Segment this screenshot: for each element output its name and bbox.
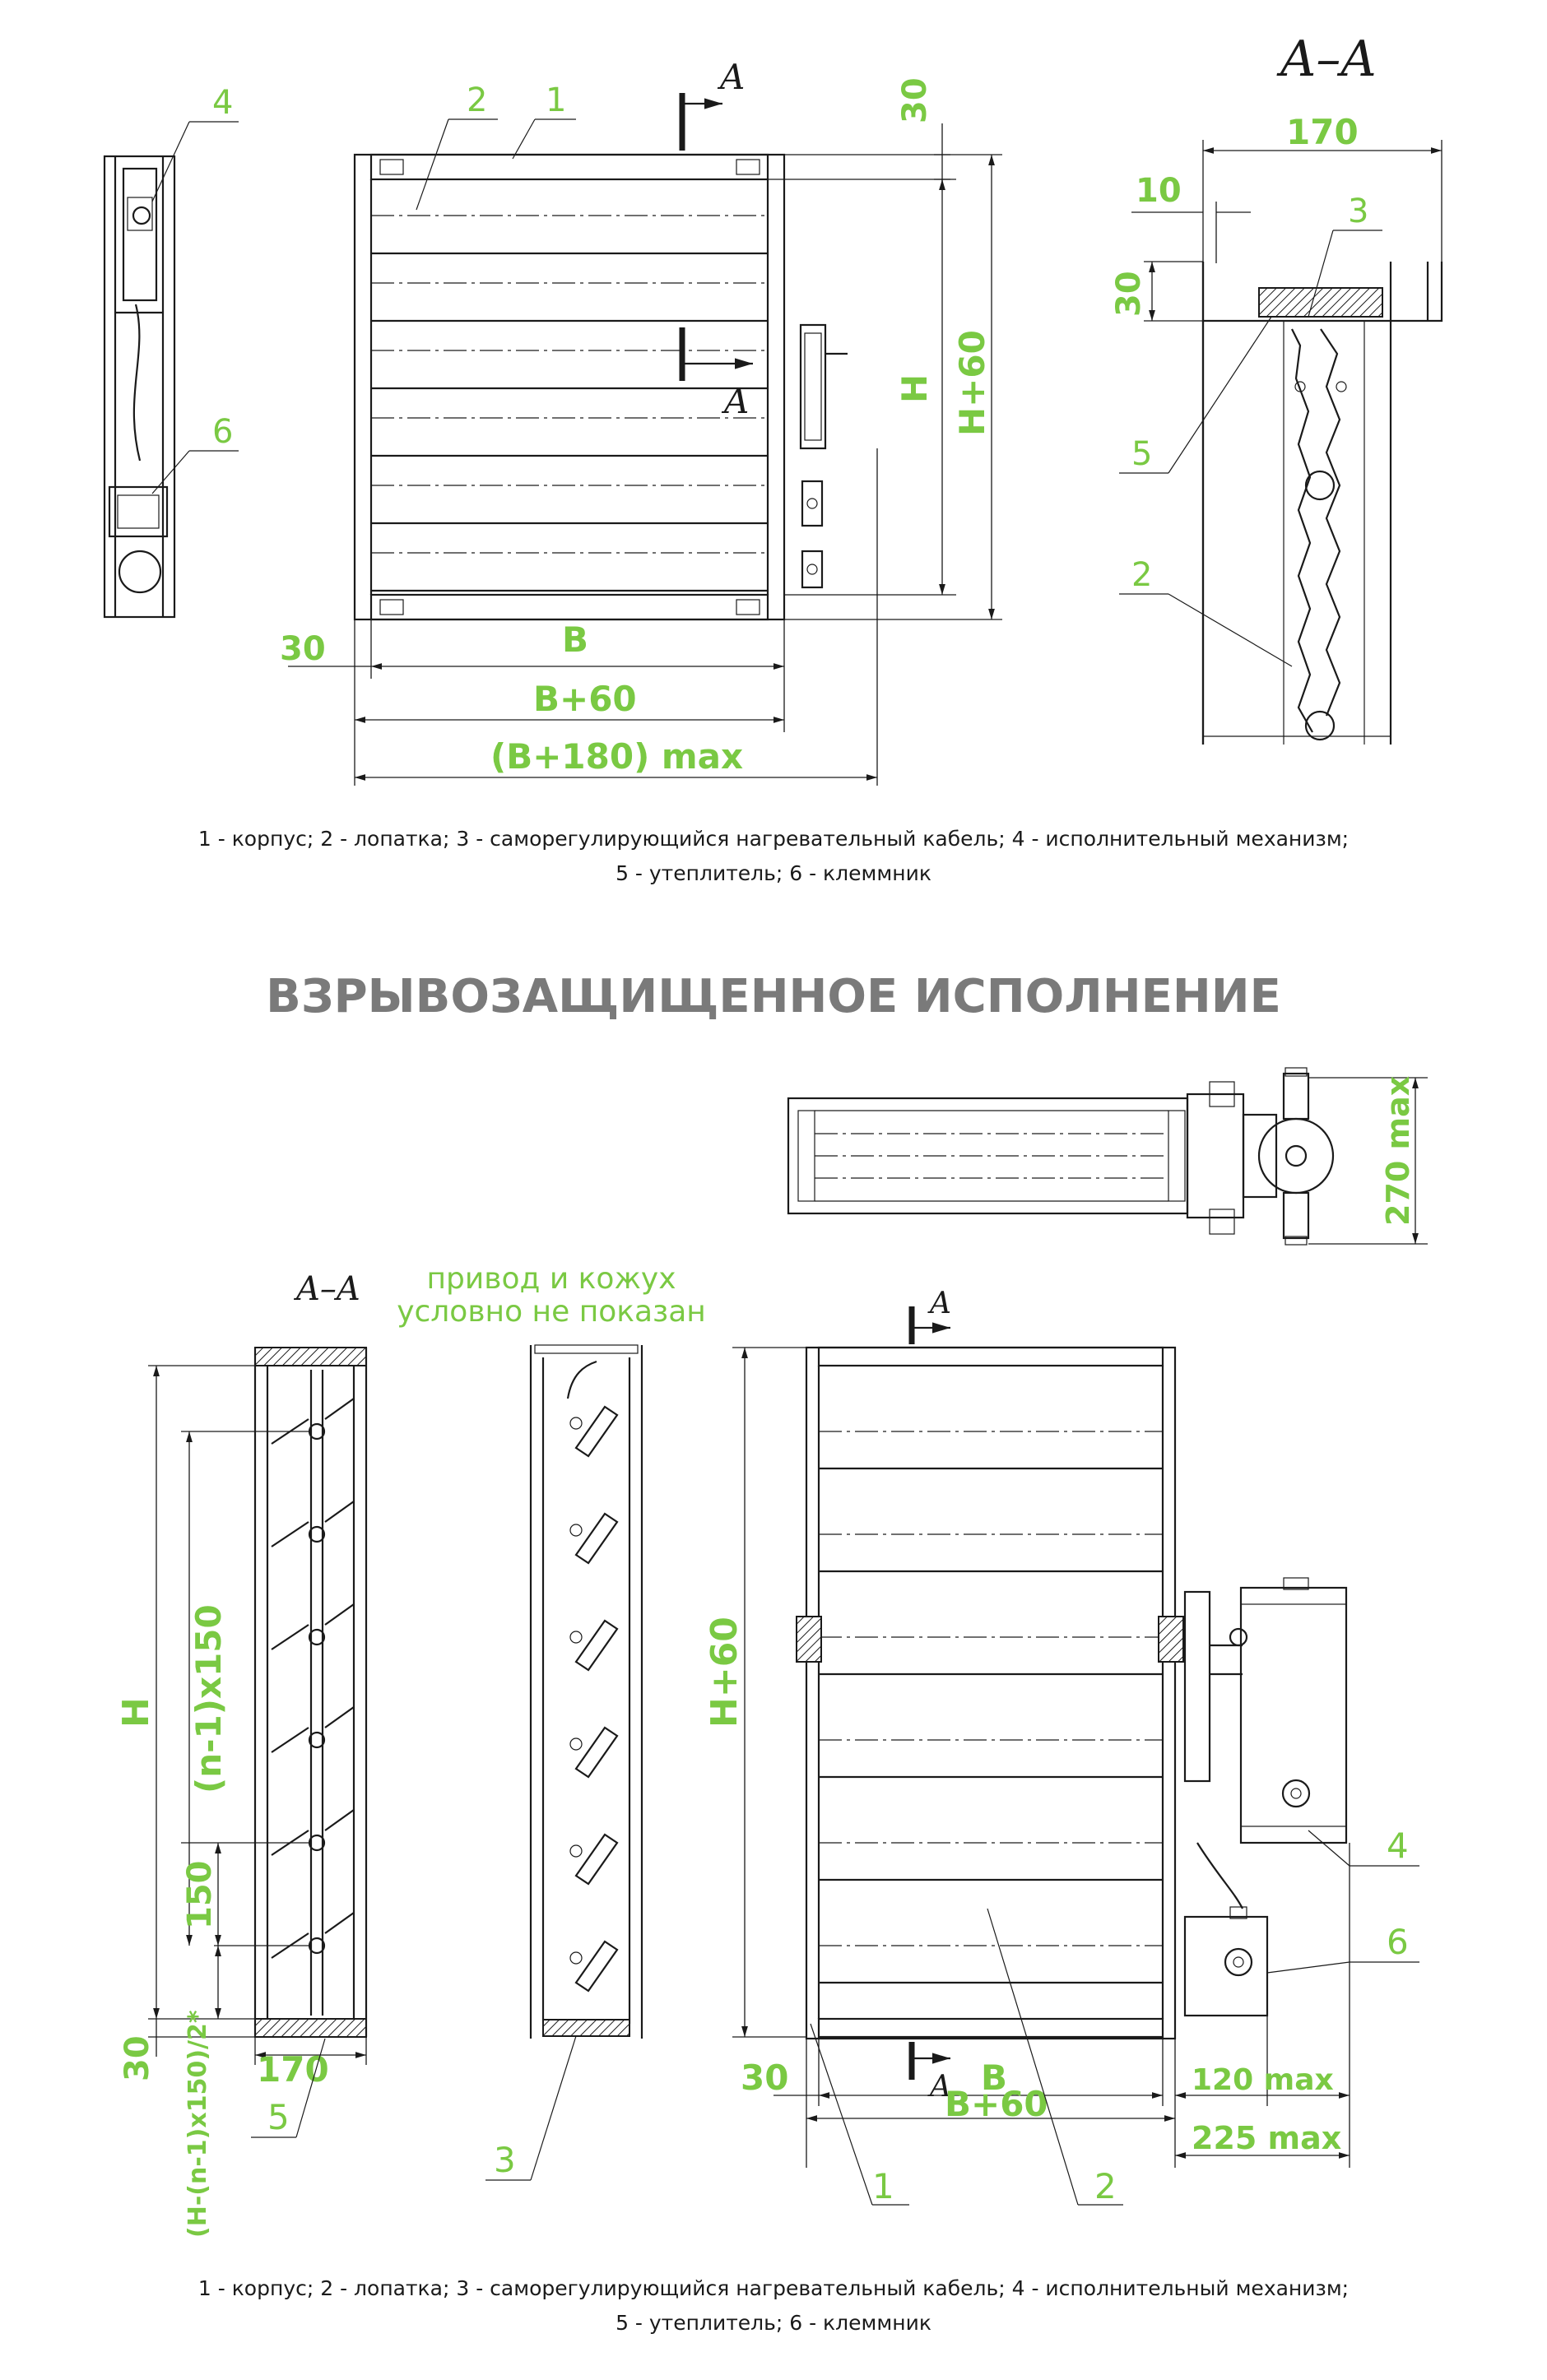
dim-30-bottom-front: 30: [741, 2058, 788, 2098]
bottom-section-view: [253, 1347, 368, 2038]
dim-h-bottom: H: [115, 1697, 157, 1728]
dim-225max: 225 max: [1192, 2120, 1341, 2156]
callout-2: 2: [467, 81, 487, 119]
dim-30-section: 30: [1110, 271, 1148, 317]
dim-170-bottom: 170: [257, 2049, 329, 2090]
callout-6b-leader: [1266, 1961, 1350, 1974]
dim-b-bottom: B: [981, 2058, 1007, 2098]
top-section-view: [1201, 262, 1443, 745]
callout-3: 3: [1348, 193, 1368, 230]
section-marker-bottom-top: A: [908, 1287, 951, 1344]
bottom-front-view: [796, 1346, 1348, 2040]
bottom-plan-view: [787, 1067, 1335, 1246]
dim-b60: B+60: [533, 679, 637, 719]
bottom-front-dims: [732, 1347, 1350, 2168]
section-label-bottom: A–A: [293, 1270, 360, 1308]
callout-1: 1: [546, 81, 566, 119]
callout-5-bottom: 5: [267, 2097, 290, 2137]
callout-1-bottom: 1: [872, 2166, 894, 2206]
dim-120max: 120 max: [1192, 2063, 1334, 2097]
callout-5: 5: [1131, 435, 1152, 473]
note-line2: условно не показан: [397, 1295, 706, 1329]
callout-3-leader: [1308, 230, 1334, 318]
dim-hn: (H-(n-1)x150)/2*: [184, 2010, 212, 2238]
callout-1-leader: [512, 118, 536, 160]
callout-2-section: 2: [1131, 556, 1152, 594]
dim-10: 10: [1136, 172, 1182, 210]
dim-30-bottom: 30: [118, 2035, 156, 2081]
dim-b: B: [562, 619, 588, 660]
callout-2-bottom: 2: [1094, 2166, 1117, 2206]
dim-h60-bottom: H+60: [704, 1617, 746, 1728]
dim-h: H: [894, 374, 935, 403]
callout-2b-leader: [987, 1908, 1079, 2206]
dim-h60: H+60: [952, 330, 992, 436]
caption-bottom-line2: 5 - утеплитель; 6 - клеммник: [616, 2311, 931, 2335]
top-front-view: [353, 153, 848, 621]
dim-150: 150: [181, 1861, 219, 1930]
callout-5-leader: [1168, 316, 1272, 474]
dim-270-lines: [1308, 1077, 1428, 1245]
svg-text:A: A: [927, 1287, 951, 1320]
svg-text:A: A: [717, 57, 745, 97]
callout-6-bottom: 6: [1387, 1922, 1409, 1962]
section-marker-top: A: [679, 57, 745, 151]
dim-30-top: 30: [896, 77, 934, 123]
callout-3b-leader: [530, 2035, 577, 2181]
callout-6-leader: [151, 450, 190, 494]
section-marker-mid: A: [679, 327, 753, 421]
note-line1: привод и кожух: [426, 1262, 676, 1296]
callout-6: 6: [212, 413, 233, 451]
dim-270max: 270 max: [1380, 1076, 1416, 1226]
dim-170: 170: [1286, 112, 1359, 152]
section-label-top: A–A: [1276, 30, 1377, 88]
svg-text:A: A: [721, 381, 749, 421]
dim-n150: (n-1)x150: [188, 1604, 229, 1793]
callout-4-bottom: 4: [1387, 1826, 1409, 1866]
caption-bottom-line1: 1 - корпус; 2 - лопатка; 3 - саморегулир…: [198, 2276, 1349, 2300]
section-heading: ВЗРЫВОЗАЩИЩЕННОЕ ИСПОЛНЕНИЕ: [266, 970, 1281, 1023]
callout-1b-leader: [810, 2023, 873, 2206]
caption-top-line1: 1 - корпус; 2 - лопатка; 3 - саморегулир…: [198, 827, 1349, 851]
callout-2s-leader: [1168, 593, 1293, 667]
callout-4b-leader: [1308, 1830, 1350, 1867]
caption-top-line2: 5 - утеплитель; 6 - клеммник: [616, 861, 931, 885]
callout-3-bottom: 3: [494, 2140, 516, 2180]
top-side-view: [103, 155, 176, 619]
dim-b60-bottom: B+60: [945, 2084, 1048, 2124]
callout-5b-leader: [295, 2038, 326, 2138]
bottom-section-dims: [148, 1365, 367, 2065]
bottom-middle-view: [529, 1344, 643, 2039]
callout-2-leader: [416, 118, 449, 211]
callout-4: 4: [212, 84, 233, 122]
callout-4-leader: [151, 121, 190, 202]
dim-b180: (B+180) max: [490, 736, 743, 777]
top-section-dims: [1131, 140, 1442, 322]
top-dimensions: [288, 123, 1002, 786]
dim-30-left: 30: [280, 630, 326, 668]
